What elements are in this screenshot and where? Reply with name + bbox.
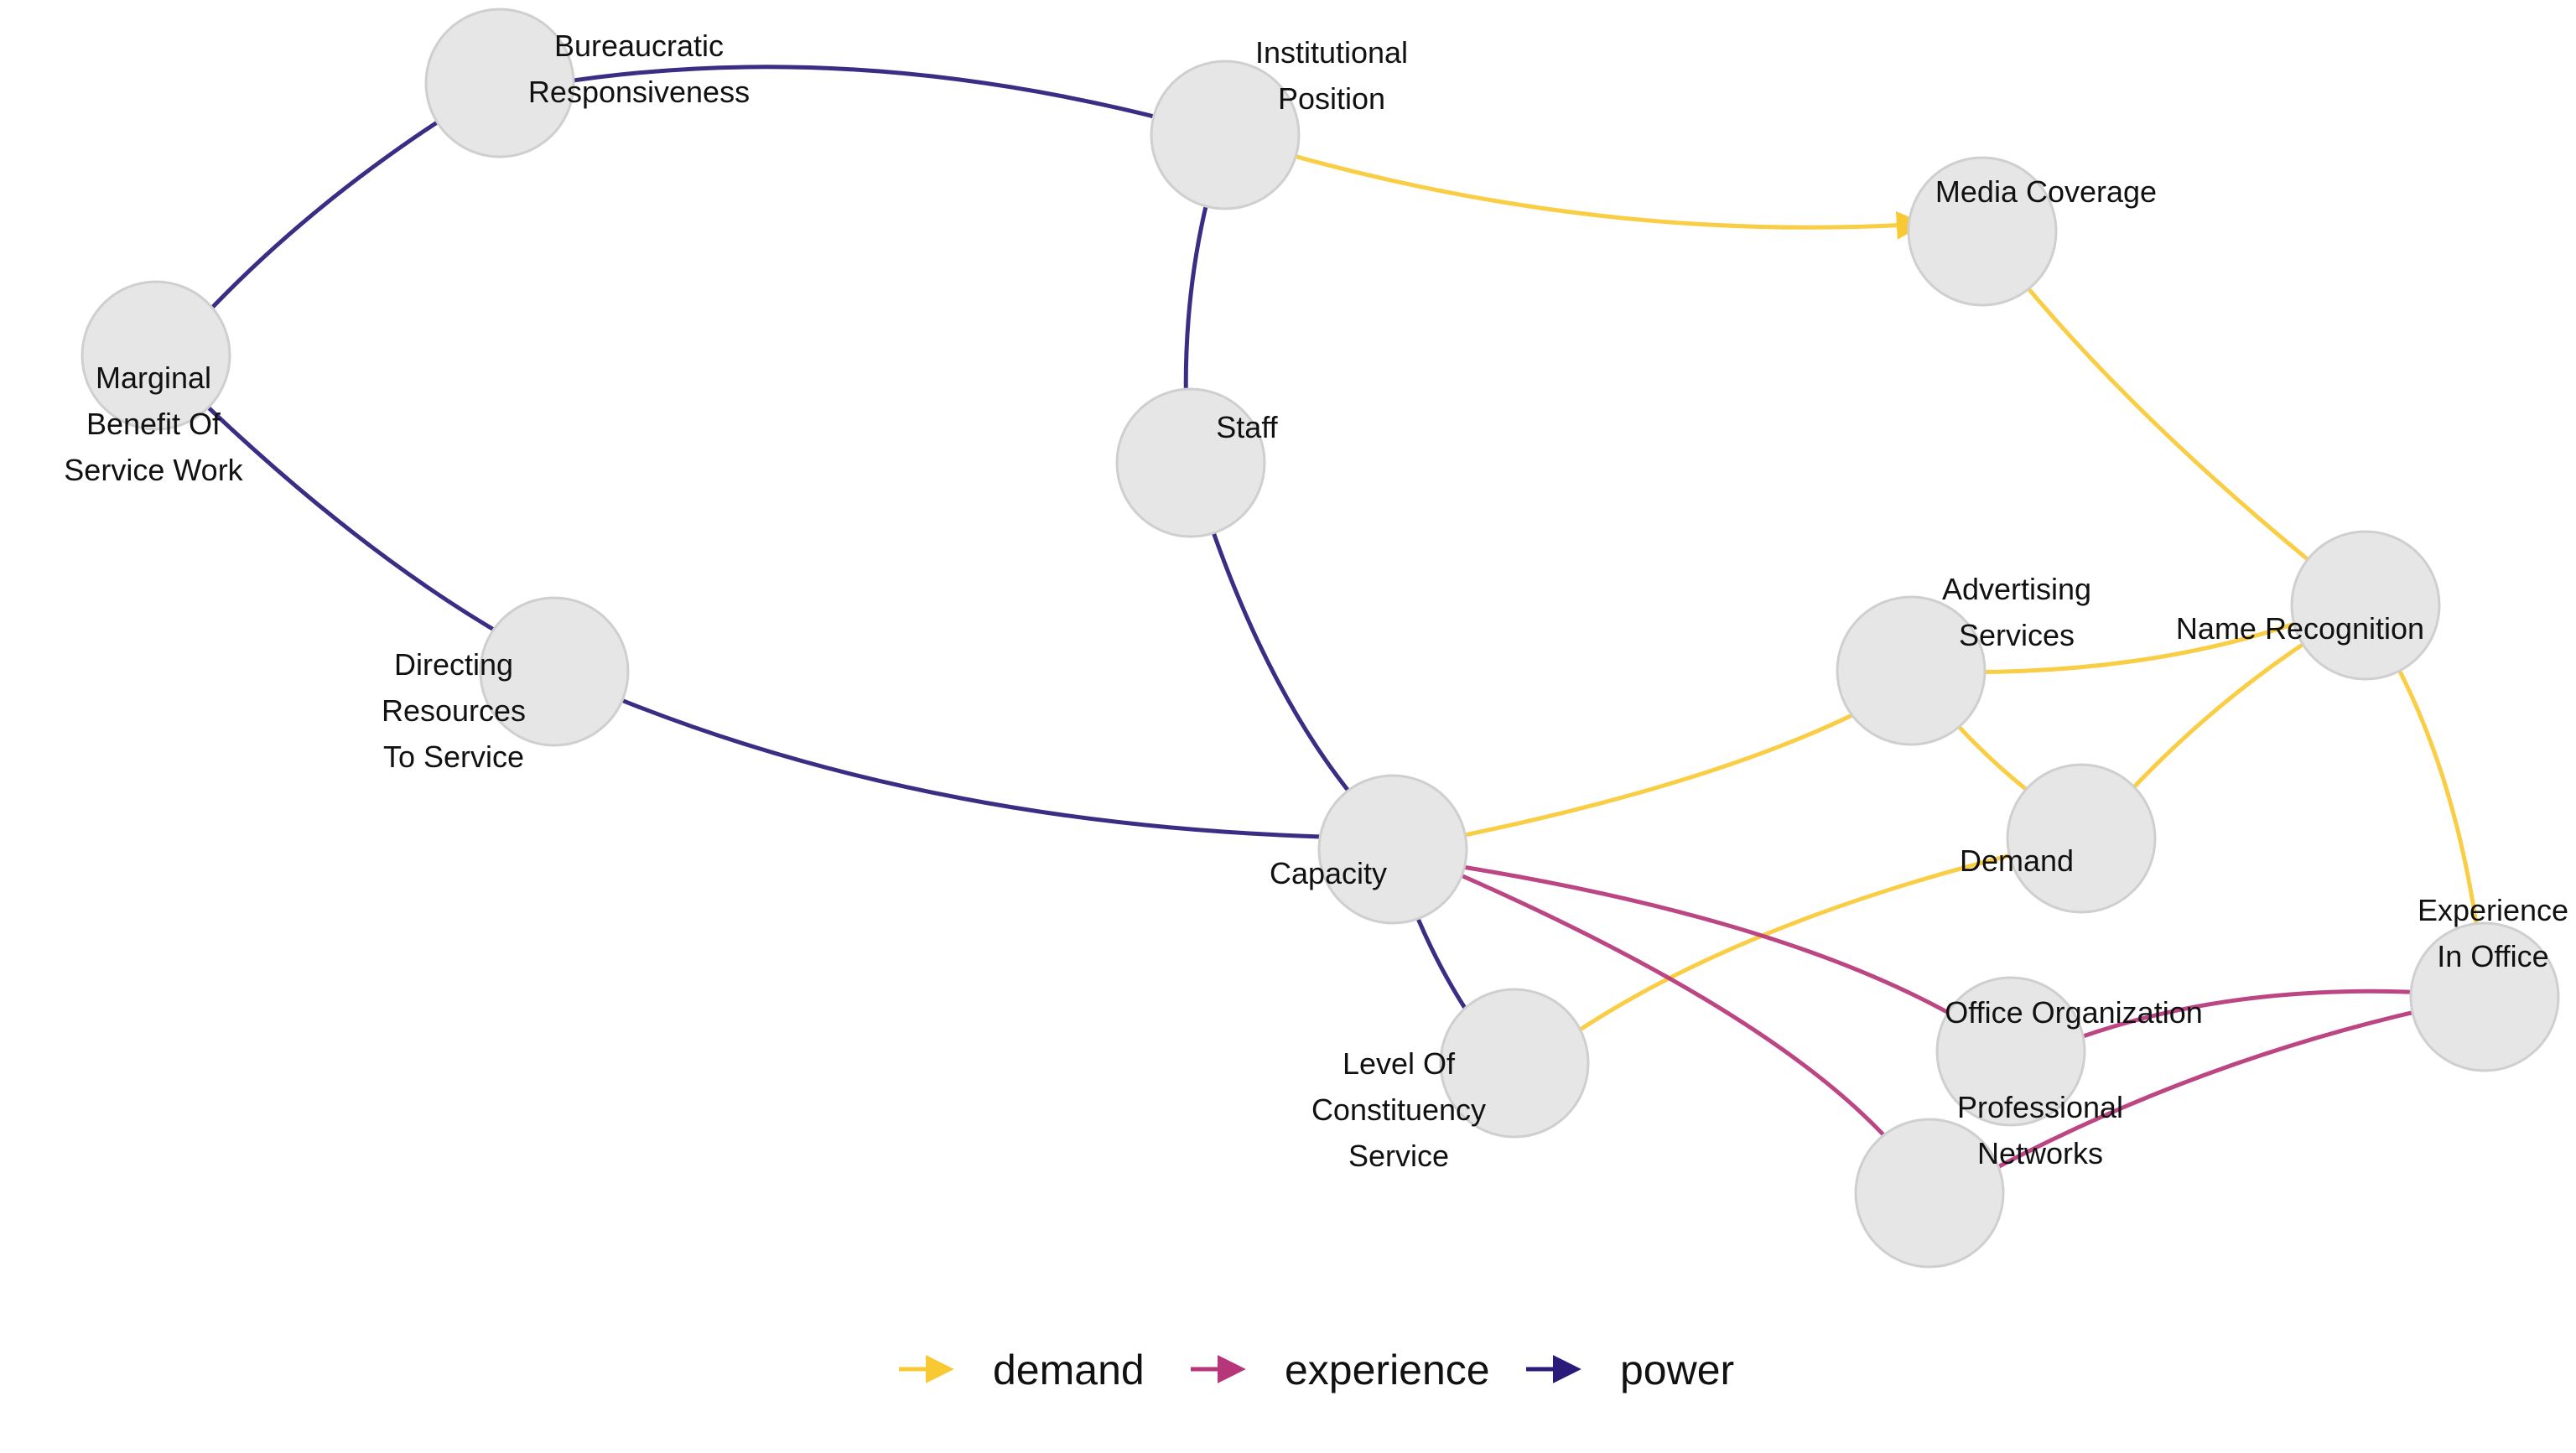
node-label-line: Services [1959, 618, 2075, 652]
node-label-line: Institutional [1255, 35, 1408, 70]
node-staff [1115, 387, 1266, 538]
node-label-line: Level Of [1343, 1046, 1456, 1081]
node-label-line: In Office [2437, 939, 2548, 973]
legend-label-experience: experience [1285, 1347, 1490, 1393]
node-label-office: Office Organization [1945, 995, 2203, 1030]
node-label-line: Service Work [64, 453, 243, 487]
node-label-line: Bureaucratic [554, 29, 724, 63]
node-label-line: Marginal [96, 361, 211, 395]
node-label-staff: Staff [1216, 410, 1278, 444]
node-label-line: Media Coverage [1935, 174, 2157, 209]
legend: demand experience power [899, 1347, 1734, 1393]
node-label-line: Office Organization [1945, 995, 2203, 1030]
node-label-line: Constituency [1311, 1092, 1486, 1127]
node-label-line: Experience [2418, 893, 2568, 927]
node-label-name: Name Recognition [2176, 611, 2424, 646]
node-office [1935, 976, 2086, 1127]
node-label-line: Name Recognition [2176, 611, 2424, 646]
node-label-media: Media Coverage [1935, 174, 2157, 209]
node-level [1439, 988, 1590, 1139]
edge-institutional-to-bureaucratic-power [540, 65, 1227, 138]
edge-capacity-to-advertising-demand [1392, 690, 1900, 852]
node-institutional [1150, 60, 1301, 210]
legend-label-demand: demand [993, 1347, 1145, 1393]
nodes-layer [80, 8, 2560, 1269]
node-label-line: Position [1278, 81, 1385, 116]
node-media [1907, 156, 2058, 307]
node-label-line: Demand [1960, 843, 2074, 878]
edge-demand-to-level-demand [1544, 836, 2082, 1055]
node-label-demand: Demand [1960, 843, 2074, 878]
legend-label-power: power [1620, 1347, 1734, 1393]
node-label-line: Networks [1977, 1136, 2103, 1170]
node-label-line: Professional [1957, 1090, 2123, 1124]
node-name [2290, 530, 2441, 681]
edge-institutional-to-media-demand [1225, 133, 1925, 240]
node-demand [2006, 763, 2157, 914]
node-bureaucratic [424, 8, 575, 158]
node-professional [1854, 1118, 2005, 1269]
node-label-experience: Experience In Office [2418, 893, 2568, 973]
node-label-capacity: Capacity [1270, 856, 1387, 890]
edge-marginal-to-directing-power [154, 355, 544, 658]
node-capacity [1317, 774, 1468, 925]
node-marginal [80, 280, 231, 431]
edge-directing-to-capacity-power [553, 669, 1377, 852]
node-directing [479, 596, 630, 747]
node-label-line: Benefit Of [86, 407, 221, 441]
node-advertising [1836, 595, 1987, 746]
node-label-line: Capacity [1270, 856, 1387, 890]
node-label-line: To Service [383, 739, 524, 774]
edge-experience-to-professional-experience [1964, 994, 2485, 1186]
node-experience [2409, 921, 2560, 1072]
node-label-line: Advertising [1942, 572, 2091, 606]
node-label-line: Directing [394, 647, 513, 682]
node-label-line: Service [1348, 1139, 1449, 1173]
node-label-line: Staff [1216, 410, 1278, 444]
node-label-line: Responsiveness [528, 75, 750, 109]
node-label-line: Resources [382, 693, 526, 728]
